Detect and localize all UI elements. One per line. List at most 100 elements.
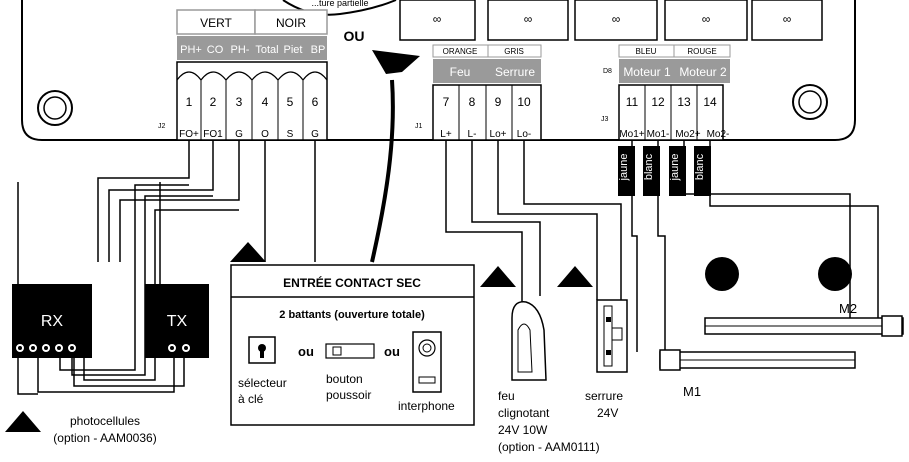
partial-opening-label: ...ture partielle [311,0,368,8]
photocell-caption-2: (option - AAM0036) [53,431,156,445]
interphone-label: interphone [398,399,455,413]
j2-func-1: PH+ [180,44,202,56]
j2-num-4: 4 [262,95,269,109]
j2-num-2: 2 [210,95,217,109]
j3-ref: J3 [601,116,609,123]
d8-label: D8 [603,68,612,75]
j3-pin-3: Mo2+ [675,129,700,140]
j3-num-13: 13 [677,95,691,109]
dry-contact-box: ENTRÉE CONTACT SEC 2 battants (ouverture… [230,264,475,426]
wire-tag-blanc-1: blanc [643,153,655,180]
warning-triangle-icon [557,266,593,287]
ou-label-1: ou [298,344,314,359]
selecteur-line-1: sélecteur [238,376,287,390]
motor-m2-label: M2 [839,301,857,316]
j2-pin-1: FO+ [179,129,199,140]
j2-func-2: CO [207,44,224,56]
j2-pin-6: G [311,129,319,140]
j1-num-9: 9 [495,95,502,109]
warning-triangle-icon [230,242,266,262]
curved-arrow-line [370,79,395,263]
j3-moteur2-label: Moteur 2 [679,65,727,79]
flashing-light-icon [511,301,547,381]
j1-num-7: 7 [443,95,450,109]
feu-line-4: (option - AAM0111) [498,440,600,454]
j2-num-6: 6 [312,95,319,109]
j2-pin-5: S [287,129,294,140]
motor-m1-icon [659,349,856,371]
j1-num-10: 10 [517,95,531,109]
j2-pin-4: O [261,129,269,140]
j1-gris-label: GRIS [504,47,524,56]
photocell-tx: TX [145,284,209,358]
dry-contact-subtitle: 2 battants (ouverture totale) [279,309,425,321]
j3-num-11: 11 [626,95,639,109]
j2-pin-3: G [235,129,243,140]
j3-bleu-label: BLEU [636,47,657,56]
j1-feu-label: Feu [450,65,471,79]
j1-orange-label: ORANGE [443,47,478,56]
j3-num-12: 12 [651,95,665,109]
feu-line-1: feu [498,389,515,403]
j3-pin-2: Mo1- [647,129,670,140]
feu-line-3: 24V 10W [498,423,548,437]
connector-j3: D8 BLEU ROUGE Moteur 1 Moteur 2 11 12 13… [601,44,731,141]
j2-func-6: BP [311,44,326,56]
bouton-line-1: bouton [326,372,363,386]
relay-symbol-3: ∞ [612,12,621,26]
photocell-caption-1: photocellules [70,414,140,428]
j2-num-1: 1 [186,95,193,109]
relay-symbol-4: ∞ [702,12,711,26]
j2-num-3: 3 [236,95,243,109]
wire-tag-jaune-2: jaune [669,154,681,182]
warning-triangle-icon [5,411,41,432]
j2-num-5: 5 [287,95,294,109]
j1-wires [445,140,622,302]
motor-post-2-icon [818,257,852,291]
feu-line-2: clignotant [498,406,550,420]
relay-row: ∞ ∞ ∞ ∞ ∞ [399,0,823,41]
motor-m2-icon [704,315,904,337]
photocell-rx: RX [12,284,92,358]
j2-func-3: PH- [231,44,250,56]
j3-rouge-label: ROUGE [687,47,716,56]
j3-pin-4: Mo2- [707,129,730,140]
ou-label-2: ou [384,344,400,359]
j2-func-4: Total [255,44,278,56]
motor-post-1-icon [705,257,739,291]
j3-num-14: 14 [703,95,717,109]
serrure-line-2: 24V [597,406,618,420]
j1-pin-1: L+ [440,129,452,140]
electric-lock-icon [596,299,628,373]
wire-tag-jaune-1: jaune [618,154,630,182]
relay-symbol-5: ∞ [783,12,792,26]
connector-j2: VERT NOIR PH+ CO PH- Total Piet BP 1 2 3… [158,9,328,141]
selecteur-line-2: à clé [238,392,264,406]
j2-noir-label: NOIR [276,16,306,30]
j1-pin-2: L- [468,129,477,140]
j3-moteur1-label: Moteur 1 [623,65,671,79]
j1-pin-3: Lo+ [490,129,507,140]
wire-tags: jaune blanc jaune blanc [618,146,711,196]
j2-ref: J2 [158,123,166,130]
j1-num-8: 8 [469,95,476,109]
j1-ref: J1 [415,123,423,130]
j1-pin-4: Lo- [517,129,531,140]
j3-pin-1: Mo1+ [619,129,644,140]
relay-symbol-1: ∞ [433,12,442,26]
curved-arrow-head-icon [372,50,420,74]
j2-func-5: Piet [284,44,303,56]
photocell-wires [17,140,316,395]
ou-top-label: OU [344,28,365,44]
interphone-icon [412,331,442,393]
wire-tag-blanc-2: blanc [694,153,706,180]
mount-hole-right-icon [792,84,828,120]
serrure-line-1: serrure [585,389,623,403]
j2-vert-label: VERT [200,16,232,30]
tx-label: TX [167,313,188,330]
motor-m1-label: M1 [683,384,701,399]
connector-j1: ORANGE GRIS Feu Serrure 7 8 9 10 L+ L- L… [415,44,542,141]
dry-contact-title: ENTRÉE CONTACT SEC [283,275,421,290]
mount-hole-left-icon [37,90,73,126]
